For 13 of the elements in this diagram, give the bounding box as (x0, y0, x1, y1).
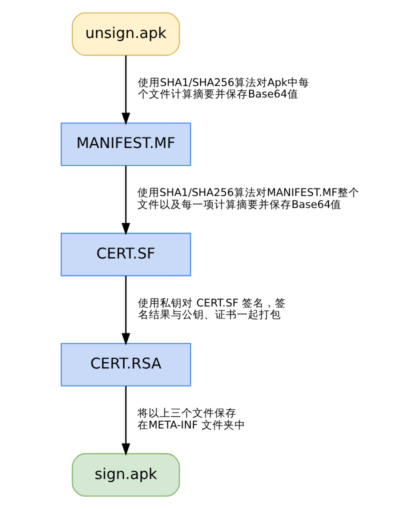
arrow (122, 386, 130, 456)
arrow (122, 55, 130, 126)
node-box: unsign.apk (72, 12, 180, 56)
edge-label: 使用私钥对 CERT.SF 签名，签名结果与公钥、证书一起打包 (138, 297, 286, 322)
arrow (122, 166, 130, 236)
edge-label: 使用SHA1/SHA256算法对MANIFEST.MF整个文件以及每一项计算摘要并保存Base64值 (138, 187, 360, 211)
arrow (122, 276, 130, 346)
node-box: MANIFEST.MF (60, 122, 192, 166)
edge-label: 将以上三个文件保存在META-INF 文件夹中 (138, 408, 246, 432)
edge-label: 使用SHA1/SHA256算法对Apk中每个文件计算摘要并保存Base64值 (138, 77, 310, 101)
node-box: sign.apk (72, 453, 180, 497)
node-box: CERT.SF (60, 232, 192, 276)
node-box: CERT.RSA (60, 342, 192, 386)
